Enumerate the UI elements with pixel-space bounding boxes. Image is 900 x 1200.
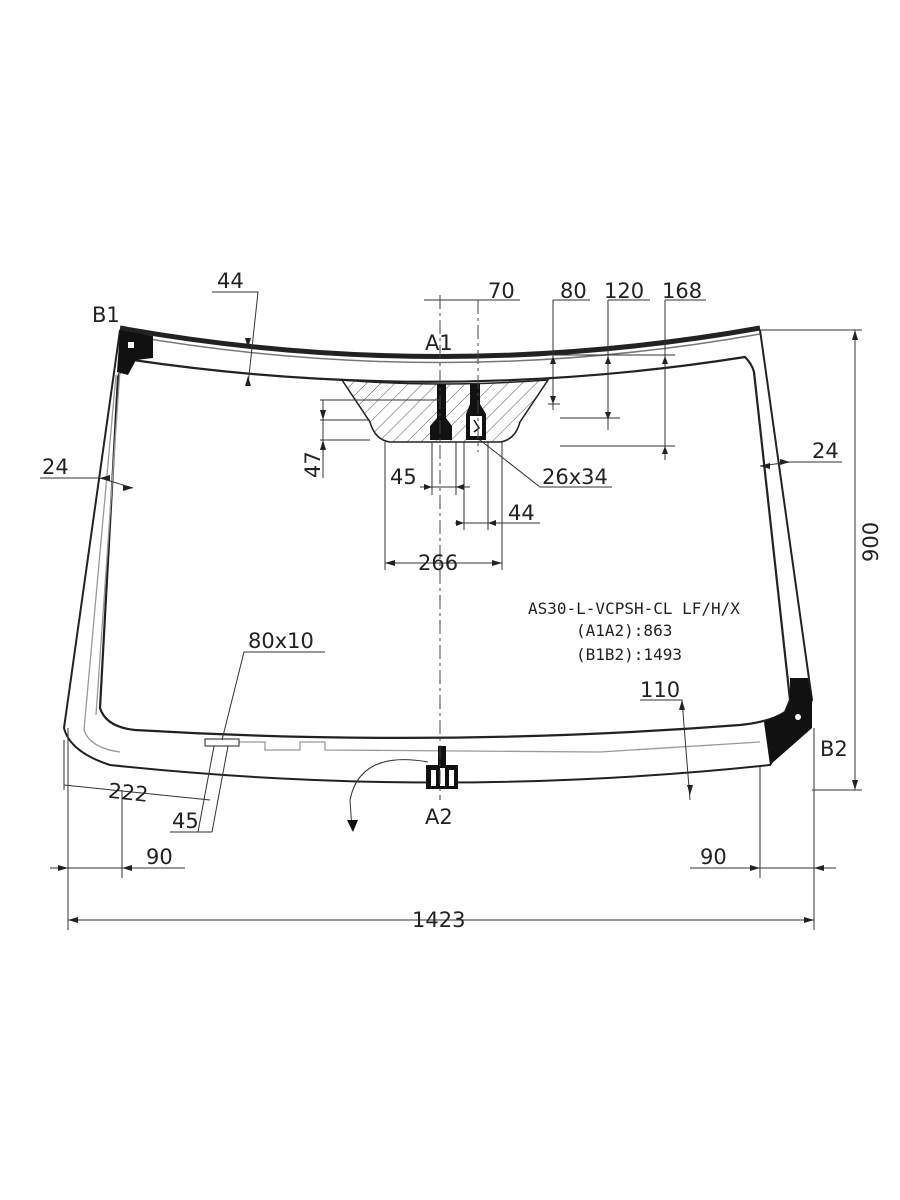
sensor-zone — [340, 379, 550, 443]
point-a2: A2 — [425, 805, 453, 829]
distance-b1b2: (B1B2):1493 — [576, 645, 682, 664]
part-code: AS30-L-VCPSH-CL LF/H/X — [528, 599, 740, 618]
dim-sensor-266: 266 — [418, 551, 458, 575]
dim-vert-47: 47 — [301, 451, 325, 478]
dim-top-120: 120 — [604, 279, 644, 303]
centerlines — [439, 295, 479, 800]
dim-bottom-110: 110 — [640, 678, 680, 702]
dim-width-1423: 1423 — [412, 908, 465, 932]
corner-b1-block — [117, 330, 153, 375]
dim-left-90: 90 — [146, 845, 173, 869]
dim-top-44: 44 — [217, 269, 244, 293]
dim-right-24: 24 — [812, 439, 839, 463]
dim-sensor-45: 45 — [390, 465, 417, 489]
point-a1: A1 — [425, 331, 453, 355]
vin-label-rect — [204, 738, 240, 747]
arrowheads — [58, 330, 858, 923]
point-b2: B2 — [820, 737, 848, 761]
connector-block — [347, 746, 458, 832]
point-b1: B1 — [92, 303, 120, 327]
dim-left-24: 24 — [42, 455, 69, 479]
dim-right-90: 90 — [700, 845, 727, 869]
dim-top-70: 70 — [488, 279, 515, 303]
dim-sensor-size: 26x34 — [542, 465, 608, 489]
dim-top-80: 80 — [560, 279, 587, 303]
corner-b2-block — [764, 678, 812, 765]
distance-a1a2: (A1A2):863 — [576, 621, 672, 640]
print-band — [83, 355, 792, 753]
dim-height-900: 900 — [859, 522, 883, 562]
dim-bottom-222: 222 — [107, 779, 149, 807]
dim-top-168: 168 — [662, 279, 702, 303]
dim-bottom-45: 45 — [172, 809, 199, 833]
dim-sensor-44: 44 — [508, 501, 535, 525]
dim-label-80x10: 80x10 — [248, 629, 314, 653]
